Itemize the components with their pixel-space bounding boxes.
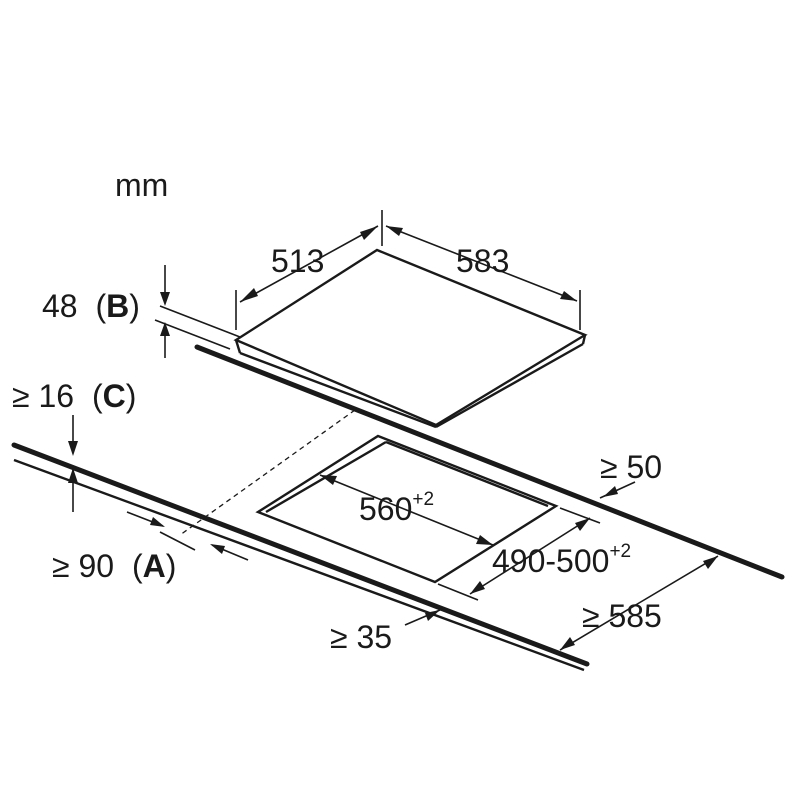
label-hob-depth: 583 bbox=[456, 243, 509, 279]
label-front-clearance: ≥ 35 bbox=[330, 619, 392, 655]
unit-label: mm bbox=[115, 167, 168, 203]
label-front-margin-open: ( bbox=[132, 548, 143, 584]
label-worktop-thickness-value: ≥ 16 bbox=[12, 378, 74, 414]
label-cutout-width-tol: +2 bbox=[412, 489, 434, 510]
dim-cutout-depth bbox=[437, 507, 601, 601]
dim-worktop-thickness bbox=[68, 415, 78, 512]
label-cutout-depth-tol: +2 bbox=[609, 541, 631, 562]
dim-cutout-width bbox=[319, 474, 494, 546]
label-hob-height: 48 (B) bbox=[42, 288, 140, 324]
label-cutout-depth: 490-500+2 bbox=[492, 541, 631, 579]
dim-hob-height bbox=[154, 265, 231, 358]
label-cutout-width: 560+2 bbox=[359, 489, 434, 527]
label-hob-height-open: ( bbox=[95, 288, 106, 324]
label-hob-height-close: ) bbox=[129, 288, 140, 324]
label-front-margin-close: ) bbox=[166, 548, 177, 584]
label-cutout-width-value: 560 bbox=[359, 491, 412, 527]
label-worktop-depth: ≥ 585 bbox=[582, 598, 662, 634]
dim-front-margin bbox=[126, 511, 249, 561]
label-worktop-thickness: ≥ 16 (C) bbox=[12, 378, 136, 414]
label-cutout-depth-value: 490-500 bbox=[492, 543, 609, 579]
label-hob-width: 513 bbox=[271, 243, 324, 279]
label-front-margin: ≥ 90 (A) bbox=[52, 548, 176, 584]
label-worktop-thickness-close: ) bbox=[126, 378, 137, 414]
label-hob-height-value: 48 bbox=[42, 288, 78, 324]
dim-worktop-depth bbox=[559, 555, 719, 651]
label-front-margin-value: ≥ 90 bbox=[52, 548, 114, 584]
hob bbox=[233, 248, 588, 429]
dim-hob-depth bbox=[385, 225, 581, 330]
label-worktop-thickness-ref: C bbox=[103, 378, 126, 414]
label-hob-height-ref: B bbox=[106, 288, 129, 324]
dim-rear-clearance bbox=[599, 481, 636, 499]
label-worktop-thickness-open: ( bbox=[92, 378, 103, 414]
label-rear-clearance: ≥ 50 bbox=[600, 449, 662, 485]
dim-front-clearance bbox=[404, 609, 441, 626]
worktop bbox=[11, 305, 785, 672]
label-front-margin-ref: A bbox=[143, 548, 166, 584]
dim-hob-width bbox=[235, 210, 383, 330]
